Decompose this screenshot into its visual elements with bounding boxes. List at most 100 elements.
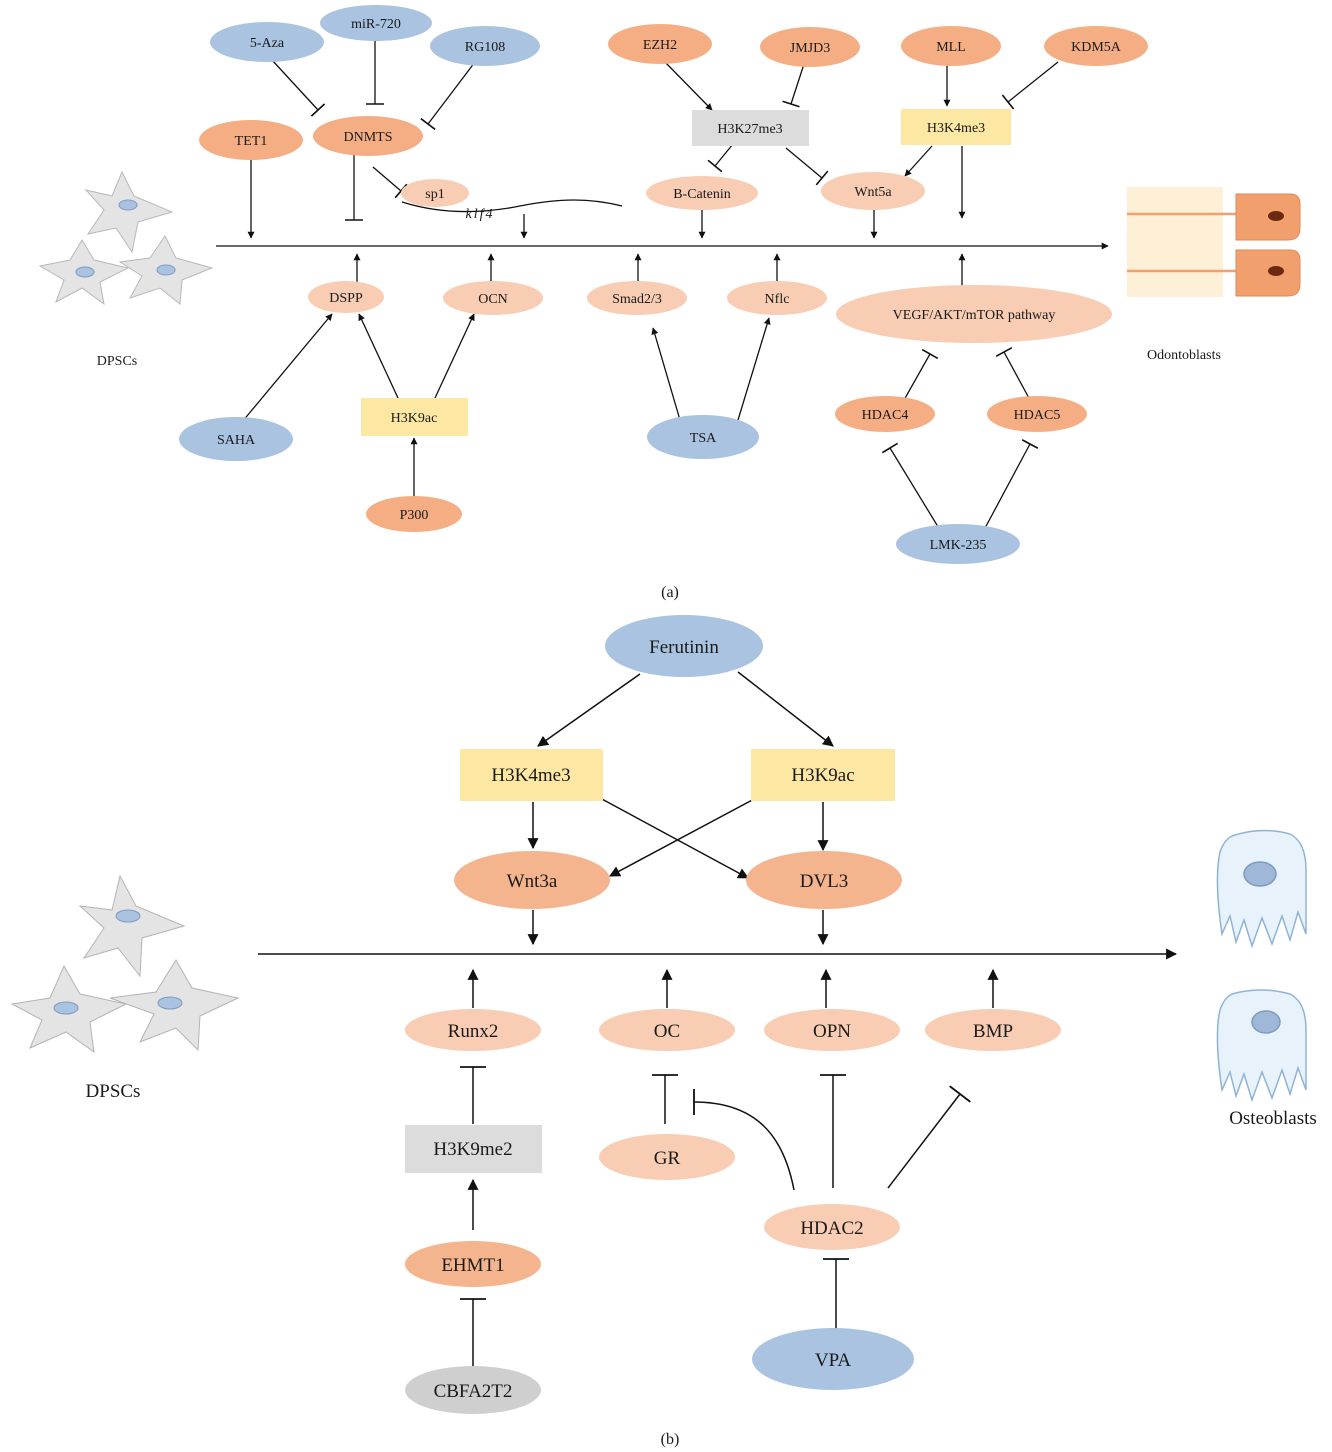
svg-text:VPA: VPA <box>815 1350 852 1371</box>
dpsc-cells-icon-b <box>10 874 240 1054</box>
node-h3k4me3-a: H3K4me3 <box>901 109 1011 145</box>
node-tsa: TSA <box>647 415 759 459</box>
node-dvl3: DVL3 <box>746 851 902 909</box>
svg-text:Wnt3a: Wnt3a <box>507 871 558 892</box>
node-cbfa2t2: CBFA2T2 <box>405 1366 541 1414</box>
svg-text:BMP: BMP <box>973 1021 1013 1042</box>
edges-b <box>460 671 999 1374</box>
node-gr: GR <box>599 1134 735 1180</box>
node-h3k4me3-b: H3K4me3 <box>460 749 603 801</box>
svg-text:LMK-235: LMK-235 <box>930 538 987 553</box>
svg-text:VEGF/AKT/mTOR pathway: VEGF/AKT/mTOR pathway <box>893 308 1056 323</box>
node-mll: MLL <box>901 26 1001 66</box>
svg-text:Ferutinin: Ferutinin <box>649 637 719 658</box>
svg-text:H3K9ac: H3K9ac <box>791 765 854 786</box>
svg-text:DNMTS: DNMTS <box>343 130 392 145</box>
svg-text:Wnt5a: Wnt5a <box>854 185 892 200</box>
svg-text:GR: GR <box>654 1148 681 1169</box>
svg-text:JMJD3: JMJD3 <box>790 41 830 56</box>
svg-text:MLL: MLL <box>936 40 966 55</box>
node-rg108: RG108 <box>430 26 540 66</box>
node-sp1: sp1 <box>401 179 469 207</box>
svg-text:OC: OC <box>654 1021 680 1042</box>
node-h3k9me2: H3K9me2 <box>405 1125 542 1173</box>
node-dnmts: DNMTS <box>313 116 423 156</box>
source-label-a: DPSCs <box>97 354 137 369</box>
gene-klf4: klf4 <box>466 207 495 222</box>
caption-a: (a) <box>661 584 679 601</box>
node-h3k9ac-a: H3K9ac <box>361 398 468 436</box>
panel-b: DPSCs Osteoblasts <box>10 615 1317 1448</box>
node-h3k9ac-b: H3K9ac <box>751 749 895 801</box>
node-5-aza: 5-Aza <box>210 22 324 62</box>
node-dspp: DSPP <box>308 281 384 313</box>
node-smad2-3: Smad2/3 <box>587 281 687 315</box>
svg-text:miR-720: miR-720 <box>351 17 401 32</box>
node-hdac5: HDAC5 <box>987 396 1087 432</box>
target-label-a: Odontoblasts <box>1147 348 1221 363</box>
svg-text:CBFA2T2: CBFA2T2 <box>434 1381 513 1402</box>
node-vegf-akt-mtor: VEGF/AKT/mTOR pathway <box>836 285 1112 343</box>
edges-a <box>241 40 1059 531</box>
svg-text:SAHA: SAHA <box>217 433 256 448</box>
svg-text:B-Catenin: B-Catenin <box>673 187 731 202</box>
node-vpa: VPA <box>752 1328 914 1390</box>
svg-text:RG108: RG108 <box>465 40 505 55</box>
node-hdac2: HDAC2 <box>764 1204 900 1250</box>
target-label-b: Osteoblasts <box>1229 1108 1317 1129</box>
svg-text:H3K9ac: H3K9ac <box>391 411 438 426</box>
node-lmk-235: LMK-235 <box>896 524 1020 564</box>
svg-text:HDAC4: HDAC4 <box>862 408 909 423</box>
svg-text:HDAC5: HDAC5 <box>1014 408 1061 423</box>
svg-text:H3K27me3: H3K27me3 <box>717 122 782 137</box>
svg-text:sp1: sp1 <box>425 187 444 202</box>
svg-text:TSA: TSA <box>690 431 717 446</box>
svg-text:Nflc: Nflc <box>765 292 790 307</box>
svg-text:EZH2: EZH2 <box>643 38 677 53</box>
node-ehmt1: EHMT1 <box>405 1241 541 1287</box>
node-opn: OPN <box>764 1009 900 1051</box>
node-bmp: BMP <box>925 1009 1061 1051</box>
nodes-b: Ferutinin H3K4me3 H3K9ac Wnt3a DVL3 Runx… <box>405 615 1061 1414</box>
svg-text:DVL3: DVL3 <box>800 871 849 892</box>
node-ocn: OCN <box>443 281 543 315</box>
svg-text:P300: P300 <box>400 508 429 523</box>
osteoblasts-icon <box>1216 829 1307 1103</box>
svg-text:Runx2: Runx2 <box>448 1021 499 1042</box>
panel-a: DPSCs Odontoblasts <box>38 5 1301 601</box>
node-mir-720: miR-720 <box>320 5 432 41</box>
svg-text:OCN: OCN <box>478 292 508 307</box>
node-hdac4: HDAC4 <box>835 396 935 432</box>
node-jmjd3: JMJD3 <box>760 27 860 67</box>
svg-text:H3K9me2: H3K9me2 <box>433 1139 512 1160</box>
svg-text:5-Aza: 5-Aza <box>250 36 285 51</box>
svg-text:H3K4me3: H3K4me3 <box>491 765 570 786</box>
node-nflc: Nflc <box>727 281 827 315</box>
node-saha: SAHA <box>179 417 293 461</box>
node-oc: OC <box>599 1009 735 1051</box>
svg-text:DSPP: DSPP <box>329 291 363 306</box>
node-runx2: Runx2 <box>405 1009 541 1051</box>
node-h3k27me3-a: H3K27me3 <box>692 110 809 146</box>
node-tet1: TET1 <box>199 120 303 160</box>
dpsc-cells-icon <box>38 170 214 306</box>
svg-text:EHMT1: EHMT1 <box>441 1255 504 1276</box>
node-ferutinin: Ferutinin <box>605 615 763 677</box>
node-ezh2: EZH2 <box>608 24 712 64</box>
svg-text:TET1: TET1 <box>235 134 268 149</box>
nodes-a: 5-Aza miR-720 RG108 TET1 DNMTS sp1 klf4 … <box>179 5 1148 564</box>
odontoblasts-icon <box>1127 187 1301 297</box>
svg-text:KDM5A: KDM5A <box>1071 40 1122 55</box>
node-kdm5a: KDM5A <box>1044 26 1148 66</box>
node-wnt3a: Wnt3a <box>454 851 610 909</box>
svg-text:HDAC2: HDAC2 <box>800 1218 863 1239</box>
node-wnt5a: Wnt5a <box>821 172 925 210</box>
caption-b: (b) <box>661 1431 680 1448</box>
source-label-b: DPSCs <box>86 1081 141 1102</box>
svg-text:H3K4me3: H3K4me3 <box>927 121 985 136</box>
node-p300: P300 <box>366 496 462 532</box>
svg-text:Smad2/3: Smad2/3 <box>612 292 662 307</box>
node-b-catenin: B-Catenin <box>646 176 758 210</box>
